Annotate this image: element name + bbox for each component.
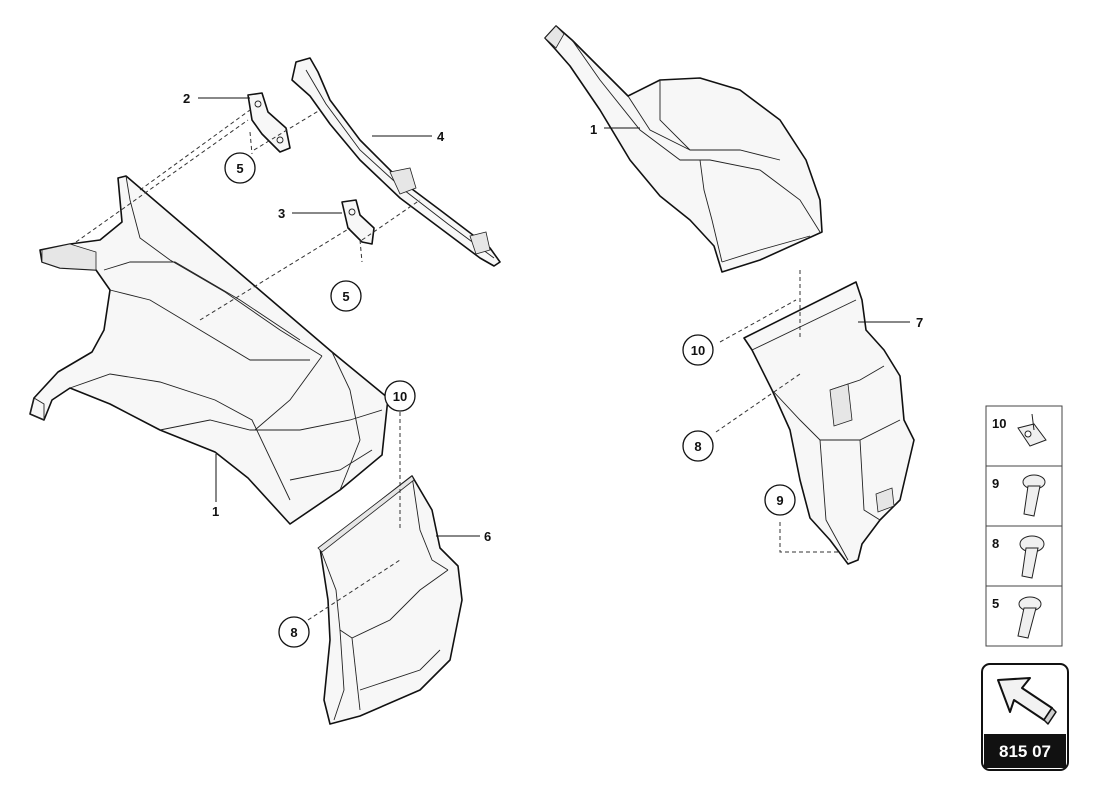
- part-7-duct: [743, 281, 915, 565]
- screw-icon: [1017, 596, 1042, 639]
- callout-9: 9: [764, 484, 796, 516]
- callout-3: 3: [278, 206, 285, 221]
- reference-code: 815 07: [999, 742, 1051, 761]
- svg-text:8: 8: [694, 439, 701, 454]
- callout-7: 7: [916, 315, 923, 330]
- svg-text:8: 8: [992, 536, 999, 551]
- part-1-right-duct: [544, 25, 823, 273]
- part-4-rail: [291, 57, 501, 267]
- svg-text:5: 5: [236, 161, 243, 176]
- svg-text:5: 5: [992, 596, 999, 611]
- svg-text:9: 9: [776, 493, 783, 508]
- callout-10-right: 10: [682, 334, 714, 366]
- callout-2: 2: [183, 91, 190, 106]
- part-1-left-duct: [29, 175, 389, 525]
- svg-text:10: 10: [393, 389, 407, 404]
- screw-icon: [1022, 474, 1046, 517]
- legend-item-10: 10: [992, 413, 1047, 447]
- svg-text:5: 5: [342, 289, 349, 304]
- leader-lines: [198, 97, 910, 537]
- svg-text:10: 10: [992, 416, 1006, 431]
- legend-item-9: 9: [992, 474, 1046, 517]
- part-2-bracket: [247, 92, 291, 153]
- fastener-legend: 10 9 8 5: [985, 405, 1063, 647]
- callout-6: 6: [484, 529, 491, 544]
- callout-5-b: 5: [330, 280, 362, 312]
- callout-4: 4: [437, 129, 445, 144]
- svg-text:10: 10: [691, 343, 705, 358]
- callout-8-left: 8: [278, 616, 310, 648]
- callout-1-right: 1: [590, 122, 597, 137]
- clip-nut-icon: [1017, 413, 1047, 447]
- callout-8-right: 8: [682, 430, 714, 462]
- part-6-duct: [317, 475, 463, 725]
- legend-item-8: 8: [992, 535, 1045, 579]
- screw-icon: [1019, 535, 1045, 579]
- callout-1-left: 1: [212, 504, 219, 519]
- callout-10-left: 10: [384, 380, 416, 412]
- reference-box: 815 07: [981, 663, 1069, 771]
- callout-5-a: 5: [224, 152, 256, 184]
- part-3-bracket: [341, 199, 375, 245]
- svg-text:9: 9: [992, 476, 999, 491]
- legend-item-5: 5: [992, 596, 1042, 639]
- assembly-lines: [75, 109, 840, 621]
- arrow-icon: [997, 677, 1057, 725]
- svg-text:8: 8: [290, 625, 297, 640]
